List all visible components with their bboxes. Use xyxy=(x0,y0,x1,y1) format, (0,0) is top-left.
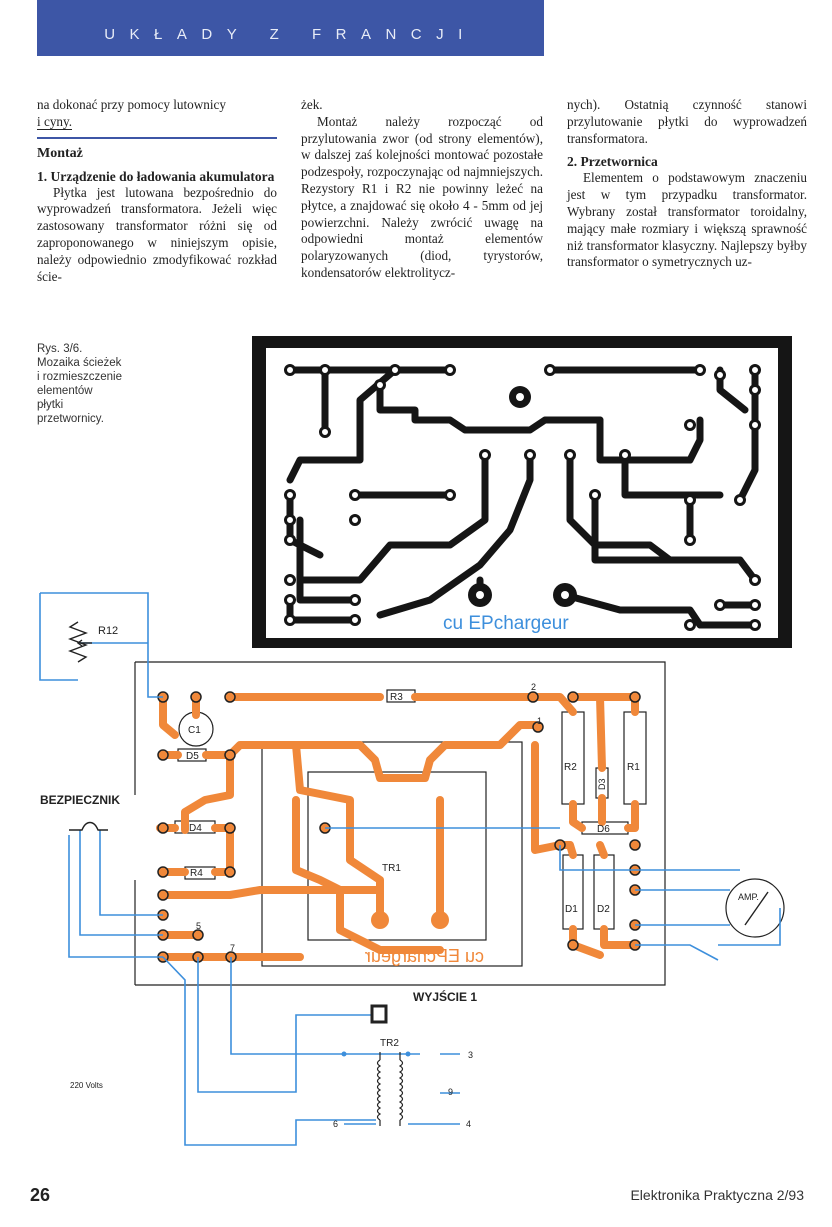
label-c1: C1 xyxy=(188,725,201,736)
paragraph: na dokonać przy pomocy lutownicy xyxy=(37,97,226,112)
label-pin-2: 2 xyxy=(531,682,536,692)
text-column-3: nych). Ostatnią czynność stanowi przylut… xyxy=(567,97,807,271)
label-mains: 220 Volts xyxy=(70,1081,103,1090)
label-tap-3: 3 xyxy=(468,1050,473,1060)
label-fuse: BEZPIECZNIK xyxy=(40,793,120,807)
caption-line: przetwornicy. xyxy=(37,413,104,425)
figure-caption: Rys. 3/6. Mozaika ścieżek i rozmieszczen… xyxy=(37,342,167,426)
label-r3: R3 xyxy=(390,692,403,703)
caption-line: elementów xyxy=(37,385,93,397)
text-column-2: żek. Montaż należy rozpocząć od przyluto… xyxy=(301,97,543,282)
label-d4: D4 xyxy=(189,823,202,834)
paragraph: Montaż należy rozpocząć od przylutowania… xyxy=(301,113,543,280)
magazine-title: Elektronika Praktyczna 2/93 xyxy=(630,1187,804,1203)
page-number: 26 xyxy=(30,1185,51,1205)
label-output: WYJŚCIE 1 xyxy=(413,989,477,1004)
label-r1: R1 xyxy=(627,762,640,773)
label-d1: D1 xyxy=(565,904,578,915)
label-d6: D6 xyxy=(597,824,610,835)
paragraph: żek. xyxy=(301,97,323,112)
mirrored-logo: cu EPchargeur xyxy=(365,946,484,966)
paragraph: i cyny. xyxy=(37,113,277,131)
label-pin-1: 1 xyxy=(537,716,542,726)
section-banner: UKŁADY Z FRANCJI xyxy=(37,0,544,56)
paragraph: Płytka jest lutowana bezpośrednio do wyp… xyxy=(37,184,277,284)
label-pin-5: 5 xyxy=(196,921,201,931)
label-d5: D5 xyxy=(186,751,199,762)
caption-line: płytki xyxy=(37,399,64,411)
label-tap-6: 6 xyxy=(333,1119,338,1129)
subsection-heading: 1. Urządzenie do ładowania akumulatora xyxy=(37,168,275,184)
paragraph-end: i cyny. xyxy=(37,113,73,130)
label-tap-4: 4 xyxy=(466,1119,471,1129)
paragraph: nych). Ostatnią czynność stanowi przylut… xyxy=(567,97,807,146)
subsection-heading: 2. Przetwornica xyxy=(567,154,658,170)
banner-title: UKŁADY Z FRANCJI xyxy=(104,26,477,43)
component-layout-diagram: R12 R3 C1 D5 D4 R4 R2 R1 D3 D6 D1 D2 TR1… xyxy=(39,592,785,1146)
text-column-1: na dokonać przy pomocy lutownicy i cyny.… xyxy=(37,97,277,285)
label-tr2: TR2 xyxy=(380,1038,399,1049)
label-tap-9: 9 xyxy=(448,1087,453,1097)
caption-line: Mozaika ścieżek xyxy=(37,357,122,369)
label-d2: D2 xyxy=(597,904,610,915)
paragraph: Elementem o podstawowym znaczeniu jest w… xyxy=(567,170,807,270)
caption-line: i rozmieszczenie xyxy=(37,371,122,383)
label-pin-7: 7 xyxy=(230,943,235,953)
label-r4: R4 xyxy=(190,868,203,879)
label-r12: R12 xyxy=(98,625,118,637)
label-r2: R2 xyxy=(564,762,577,773)
section-heading: Montaż xyxy=(37,136,277,162)
label-d3: D3 xyxy=(597,778,607,790)
pcb-track-mosaic: cu EPchargeur xyxy=(252,336,792,648)
label-tr1: TR1 xyxy=(382,863,401,874)
caption-line: Rys. 3/6. xyxy=(37,343,83,355)
pcb-logo: cu EPchargeur xyxy=(443,613,569,634)
label-amp: AMP. xyxy=(738,892,759,902)
